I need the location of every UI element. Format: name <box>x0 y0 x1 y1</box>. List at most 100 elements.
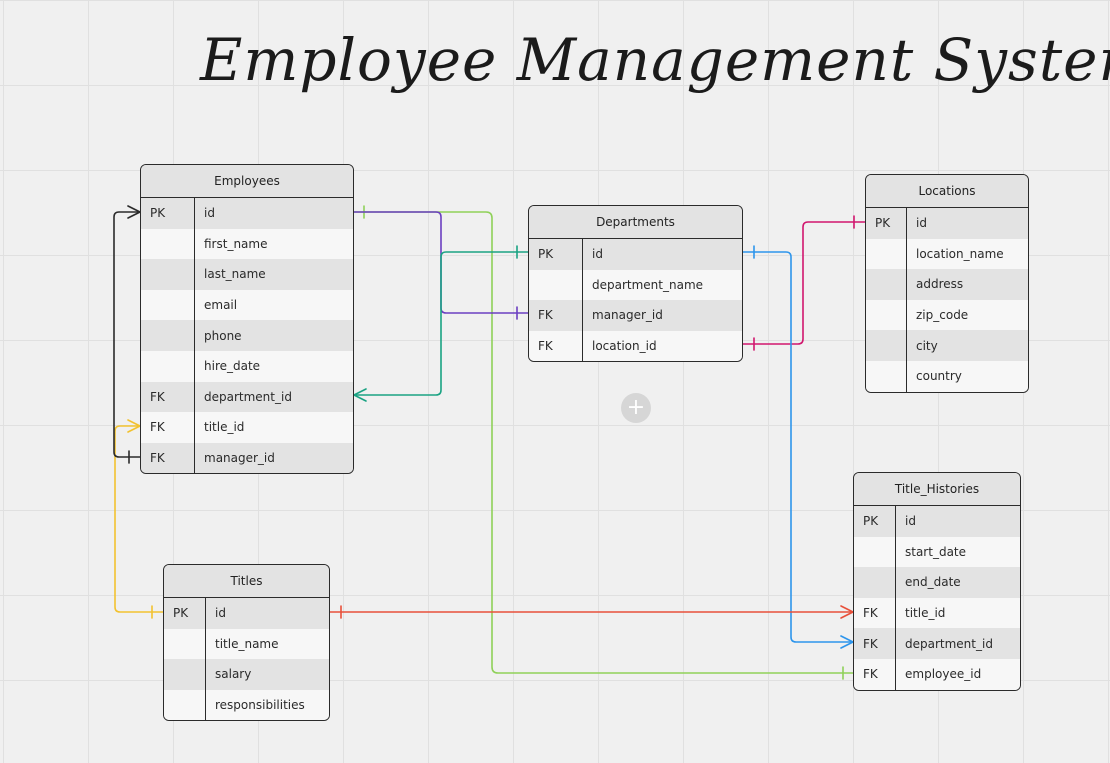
field-name-cell: first_name <box>204 236 268 251</box>
key-cell: PK <box>866 208 907 239</box>
key-cell <box>866 330 907 361</box>
table-row[interactable]: PK id <box>529 239 742 270</box>
link-departments-locations[interactable] <box>742 215 866 351</box>
table-row[interactable]: first_name <box>141 228 353 260</box>
key-cell <box>866 299 907 331</box>
key-cell <box>141 228 195 260</box>
field-name-cell: last_name <box>204 267 266 282</box>
table-row[interactable]: phone <box>141 320 353 351</box>
table-row[interactable]: FK title_id <box>141 412 353 443</box>
field-name-cell: department_name <box>592 277 704 292</box>
key-cell <box>164 628 206 660</box>
field-name-cell: manager_id <box>592 308 663 323</box>
table-row[interactable]: FK department_id <box>141 381 353 413</box>
table-row[interactable]: country <box>866 360 1028 392</box>
field-name-cell: email <box>204 298 238 313</box>
table-header: Locations <box>866 175 1028 208</box>
table-row[interactable]: zip_code <box>866 299 1028 331</box>
field-name-cell: manager_id <box>204 451 275 466</box>
key-cell <box>854 567 896 598</box>
table-row[interactable]: hire_date <box>141 350 353 382</box>
diagram-title: Employee Management System <box>200 26 1110 94</box>
key-cell: PK <box>529 239 583 270</box>
table-row[interactable]: salary <box>164 659 329 690</box>
key-cell: FK <box>529 330 583 362</box>
field-name-cell: phone <box>204 328 242 343</box>
field-name-cell: department_id <box>204 389 292 404</box>
key-cell: FK <box>529 300 583 331</box>
table-row[interactable]: location_name <box>866 238 1028 270</box>
key-cell: FK <box>141 442 195 474</box>
table-header: Title_Histories <box>854 473 1020 506</box>
field-name-cell: title_name <box>215 636 279 651</box>
table-row[interactable]: FK employee_id <box>854 658 1020 690</box>
key-cell: FK <box>854 628 896 659</box>
field-name-cell: hire_date <box>204 359 261 374</box>
field-name-cell: id <box>592 247 603 262</box>
key-cell: FK <box>854 597 896 629</box>
field-name-cell: department_id <box>905 636 993 651</box>
link-titles-title-histories[interactable] <box>329 605 854 619</box>
key-cell <box>866 269 907 300</box>
table-row[interactable]: city <box>866 330 1028 361</box>
field-name-cell: id <box>905 514 916 529</box>
table-row[interactable]: end_date <box>854 567 1020 598</box>
field-name-cell: city <box>916 338 938 353</box>
field-name-cell: employee_id <box>905 667 982 682</box>
table-header: Departments <box>529 206 742 239</box>
table-row[interactable]: department_name <box>529 269 742 301</box>
table-row[interactable]: email <box>141 289 353 321</box>
table-row[interactable]: address <box>866 269 1028 300</box>
table-header: Titles <box>164 565 329 598</box>
link-departments-title-histories[interactable] <box>742 245 854 649</box>
table-row[interactable]: FK department_id <box>854 628 1020 659</box>
key-cell: FK <box>141 412 195 443</box>
table-row[interactable]: FK manager_id <box>529 300 742 331</box>
table-row[interactable]: title_name <box>164 628 329 660</box>
field-name-cell: zip_code <box>916 308 969 323</box>
key-cell: PK <box>164 598 206 629</box>
field-name-cell: address <box>916 277 964 292</box>
key-cell: FK <box>854 658 896 690</box>
key-cell <box>164 689 206 721</box>
link-departments-employees[interactable] <box>353 245 529 402</box>
field-name-cell: location_name <box>916 246 1004 261</box>
add-element-button[interactable]: + <box>621 393 651 423</box>
table-row[interactable]: PK id <box>164 598 329 629</box>
key-cell: PK <box>141 198 195 229</box>
table-row[interactable]: responsibilities <box>164 689 329 721</box>
key-cell <box>141 289 195 321</box>
field-name-cell: country <box>916 369 962 384</box>
key-cell <box>141 259 195 290</box>
field-name-cell: id <box>215 606 226 621</box>
key-cell <box>854 536 896 568</box>
key-cell <box>141 350 195 382</box>
key-cell <box>866 238 907 270</box>
field-name-cell: end_date <box>905 575 961 590</box>
field-name-cell: title_id <box>204 420 245 435</box>
key-cell <box>141 320 195 351</box>
table-row[interactable]: start_date <box>854 536 1020 568</box>
key-cell <box>866 360 907 392</box>
table-row[interactable]: last_name <box>141 259 353 290</box>
table-header: Employees <box>141 165 353 198</box>
key-cell: FK <box>141 381 195 413</box>
table-row[interactable]: FK manager_id <box>141 442 353 474</box>
field-name-cell: start_date <box>905 544 967 559</box>
